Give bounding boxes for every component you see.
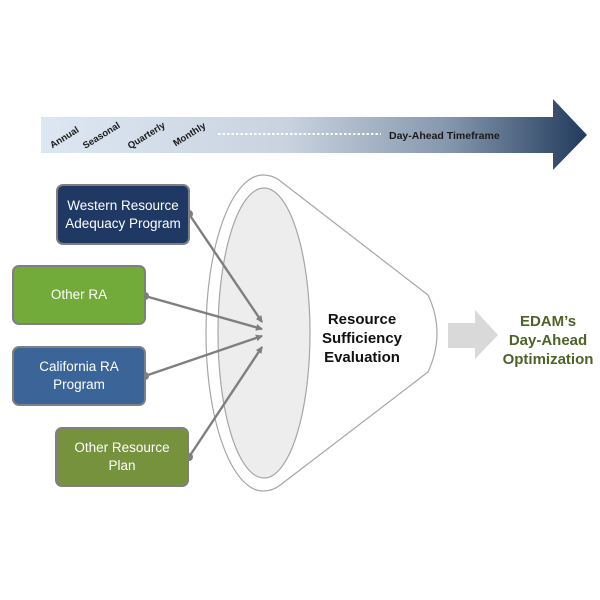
connector-california	[144, 334, 263, 378]
output-label: EDAM’s Day-Ahead Optimization	[498, 312, 598, 369]
input-box-california-ra-program: California RA Program	[12, 346, 146, 406]
input-box-other-resource-plan: Other Resource Plan	[55, 427, 189, 487]
funnel-label-line: Evaluation	[324, 349, 400, 366]
box-label-line: Other RA	[50, 287, 108, 302]
output-label-line: Optimization	[502, 351, 594, 368]
output-label-line: EDAM’s	[519, 313, 577, 330]
box-label-line: Program	[53, 377, 105, 392]
funnel-label: Resource Sufficiency Evaluation	[312, 310, 412, 367]
connector-other-ra	[144, 294, 263, 331]
box-label-line: California RA	[39, 359, 119, 374]
funnel-inner-ellipse	[217, 187, 311, 479]
timeline-end-label: Day-Ahead Timeframe	[389, 130, 500, 142]
output-arrow	[448, 310, 498, 359]
box-label-line: Plan	[108, 458, 136, 473]
connector-western	[188, 213, 263, 323]
box-label-line: Western Resource	[67, 197, 179, 213]
connector-other-plan	[188, 346, 263, 458]
input-box-western-resource-adequacy-program: Western Resource Adequacy Program	[56, 184, 190, 245]
funnel-label-line: Resource	[327, 311, 397, 328]
box-label-line: Adequacy Program	[65, 215, 181, 231]
output-label-line: Day-Ahead	[508, 332, 588, 349]
input-box-other-ra: Other RA	[12, 265, 146, 325]
box-label-line: Other Resource	[74, 440, 170, 455]
funnel-label-line: Sufficiency	[321, 330, 403, 347]
connectors	[144, 213, 263, 458]
